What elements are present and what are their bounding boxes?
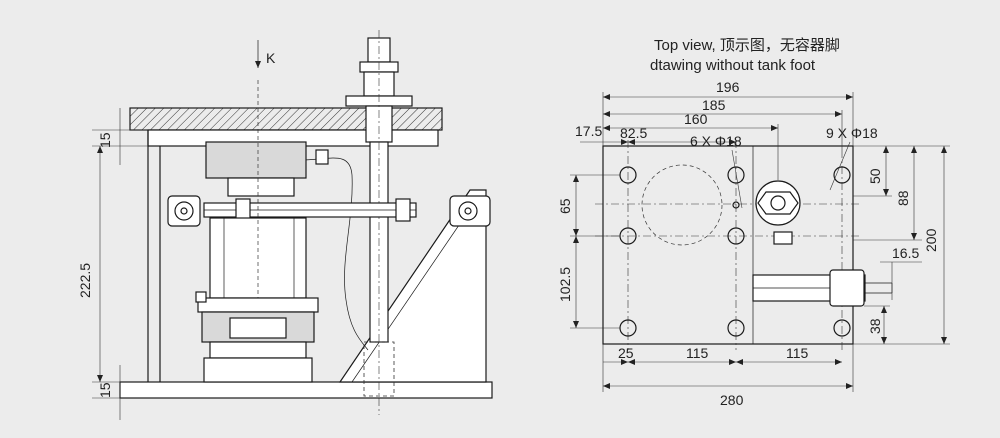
right-pivot-eye bbox=[458, 201, 478, 221]
center-pin bbox=[732, 201, 740, 209]
rod-hole bbox=[770, 195, 786, 211]
dim-115b: 115 bbox=[786, 345, 809, 361]
left-pivot-pin bbox=[180, 207, 188, 215]
mount-hole bbox=[727, 319, 745, 337]
load-cell-head bbox=[205, 141, 307, 179]
rod-clip bbox=[773, 231, 793, 245]
holes-6-label: 6 X Φ18 bbox=[690, 133, 742, 149]
mount-hole bbox=[833, 319, 851, 337]
cable-gland bbox=[315, 149, 329, 165]
cell-footprint-circle bbox=[641, 164, 723, 246]
dim-115a: 115 bbox=[686, 345, 709, 361]
mount-hole bbox=[833, 166, 851, 184]
dim-196: 196 bbox=[716, 79, 740, 95]
top-view: Top view, 顶示图，无容器脚 dtawing without tank … bbox=[557, 37, 950, 408]
dim-bottom-plate-label: 15 bbox=[97, 382, 113, 398]
left-pivot-eye bbox=[174, 201, 194, 221]
dim-88: 88 bbox=[895, 190, 911, 206]
mount-base bbox=[203, 357, 313, 383]
side-view: K bbox=[77, 30, 493, 420]
dim-185: 185 bbox=[702, 97, 726, 113]
dim-top-plate-label: 15 bbox=[97, 132, 113, 148]
brace-eye-block bbox=[829, 269, 865, 307]
rod-bottom-hidden bbox=[363, 341, 395, 397]
dim-50: 50 bbox=[867, 168, 883, 184]
top-structure-hatch bbox=[129, 107, 443, 131]
top-view-title-2: dtawing without tank foot bbox=[650, 57, 816, 74]
mount-hole bbox=[727, 227, 745, 245]
mount-lower-plate bbox=[209, 341, 307, 359]
dim-82-5: 82.5 bbox=[620, 125, 647, 141]
brace-inner-line bbox=[351, 205, 473, 383]
load-cell-neck bbox=[227, 177, 295, 197]
top-view-title-1: Top view, 顶示图，无容器脚 bbox=[654, 37, 840, 54]
dim-height-label: 222.5 bbox=[77, 263, 93, 298]
mount-insert bbox=[229, 317, 287, 339]
dim-16-5: 16.5 bbox=[892, 245, 919, 261]
mount-hole bbox=[727, 166, 745, 184]
dim-17-5: 17.5 bbox=[575, 123, 602, 139]
dim-280: 280 bbox=[720, 392, 744, 408]
signal-cable bbox=[299, 157, 369, 351]
dim-200: 200 bbox=[923, 228, 939, 252]
holes-9-leader bbox=[829, 141, 851, 191]
holes-6-leader bbox=[731, 149, 743, 209]
dim-65: 65 bbox=[557, 198, 573, 214]
dim-102-5: 102.5 bbox=[557, 267, 573, 302]
dim-160: 160 bbox=[684, 111, 708, 127]
load-marker-label: K bbox=[266, 50, 276, 66]
dim-25: 25 bbox=[618, 345, 634, 361]
dim-38: 38 bbox=[867, 318, 883, 334]
bottom-plate bbox=[119, 381, 493, 399]
right-pivot-pin bbox=[464, 207, 472, 215]
rod-nut bbox=[757, 191, 799, 215]
mount-bolt-left bbox=[195, 291, 207, 303]
holes-9-label: 9 X Φ18 bbox=[826, 125, 878, 141]
mount-upper-plate bbox=[197, 297, 319, 313]
tie-nut-right bbox=[395, 198, 411, 222]
base-plate-outline bbox=[602, 145, 854, 345]
